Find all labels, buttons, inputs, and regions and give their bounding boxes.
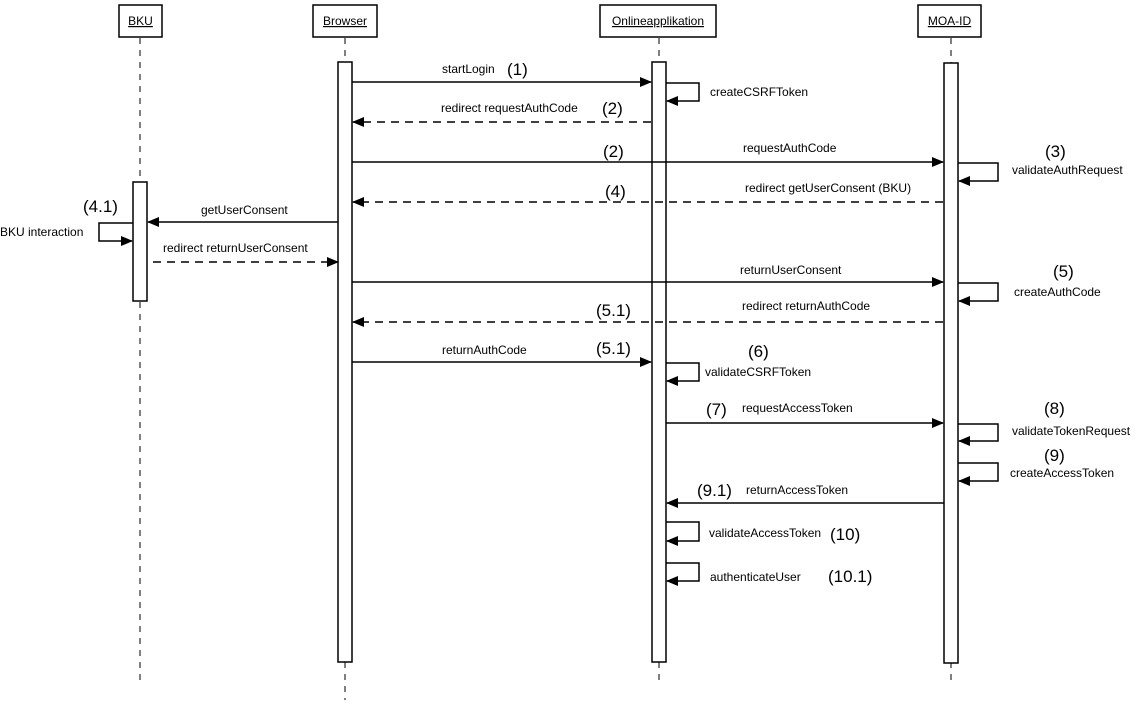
step-number: (5.1) — [596, 301, 631, 320]
participant-moa-id-label: MOA-ID — [928, 14, 972, 28]
activation-bku — [132, 181, 148, 302]
self-message-validate-csrf-token: validateCSRFToken (6) — [666, 342, 811, 386]
message-label: requestAccessToken — [742, 401, 853, 415]
step-number: (9) — [1044, 446, 1065, 465]
message-label: startLogin — [442, 62, 495, 76]
message-label: returnUserConsent — [740, 263, 842, 277]
self-message-create-auth-code: createAuthCode (5) — [958, 262, 1101, 306]
participant-onlineapplikation-label: Onlineapplikation — [612, 14, 704, 28]
message-start-login: startLogin (1) — [352, 60, 652, 87]
message-get-user-consent: getUserConsent (4.1) — [83, 197, 338, 227]
message-label: returnAuthCode — [442, 343, 527, 357]
step-number: (5.1) — [596, 339, 631, 358]
step-number: (8) — [1044, 399, 1065, 418]
message-return-auth-code: returnAuthCode (5.1) — [352, 339, 652, 367]
step-number: (4.1) — [83, 197, 118, 216]
message-return-user-consent: returnUserConsent — [352, 263, 944, 287]
message-label: validateAccessToken — [709, 526, 821, 540]
message-label: redirect getUserConsent (BKU) — [745, 181, 911, 195]
step-number: (4) — [605, 182, 626, 201]
message-label: createAccessToken — [1010, 466, 1114, 480]
activation-onlineapplikation — [651, 61, 667, 663]
self-message-create-access-token: createAccessToken (9) — [958, 446, 1114, 486]
participant-bku: BKU — [118, 4, 163, 38]
participant-browser: Browser — [312, 4, 378, 38]
message-label: validateCSRFToken — [705, 365, 811, 379]
message-request-access-token: requestAccessToken (7) — [666, 400, 944, 428]
message-label: redirect returnUserConsent — [163, 241, 308, 255]
step-number: (7) — [706, 400, 727, 419]
step-number: (2) — [603, 142, 624, 161]
participant-moa-id: MOA-ID — [917, 4, 982, 38]
message-label: validateTokenRequest — [1012, 424, 1131, 438]
self-message-create-csrf-token: createCSRFToken — [666, 82, 808, 106]
message-redirect-request-auth-code: redirect requestAuthCode (2) — [352, 99, 651, 127]
self-message-validate-token-request: validateTokenRequest (8) — [958, 399, 1131, 446]
step-number: (6) — [748, 342, 769, 361]
self-message-validate-access-token: validateAccessToken (10) — [666, 521, 860, 546]
message-redirect-return-auth-code: redirect returnAuthCode (5.1) — [352, 299, 943, 327]
step-number: (5) — [1053, 262, 1074, 281]
participant-browser-label: Browser — [323, 14, 367, 28]
activation-moa-id — [943, 62, 959, 664]
message-label: BKU interaction — [0, 225, 83, 239]
step-number: (3) — [1045, 142, 1066, 161]
participant-onlineapplikation: Onlineapplikation — [599, 4, 717, 38]
message-label: redirect requestAuthCode — [441, 101, 578, 115]
message-label: requestAuthCode — [743, 141, 837, 155]
step-number: (10) — [830, 525, 860, 544]
message-request-auth-code: requestAuthCode (2) — [352, 141, 944, 167]
self-message-authenticate-user: authenticateUser (10.1) — [666, 562, 872, 586]
self-message-validate-auth-request: validateAuthRequest (3) — [958, 142, 1123, 186]
message-label: validateAuthRequest — [1012, 163, 1123, 177]
step-number: (9.1) — [697, 481, 732, 500]
message-label: redirect returnAuthCode — [742, 299, 870, 313]
message-label: createCSRFToken — [710, 85, 808, 99]
message-label: createAuthCode — [1014, 285, 1101, 299]
self-message-bku-interaction: BKU interaction — [0, 222, 133, 246]
step-number: (2) — [602, 99, 623, 118]
message-redirect-return-user-consent: redirect returnUserConsent — [153, 241, 339, 267]
message-label: getUserConsent — [201, 203, 288, 217]
step-number: (10.1) — [828, 567, 872, 586]
message-label: returnAccessToken — [746, 483, 848, 497]
participant-bku-label: BKU — [128, 14, 153, 28]
activation-browser — [337, 61, 353, 663]
message-label: authenticateUser — [710, 570, 801, 584]
message-redirect-get-user-consent: redirect getUserConsent (BKU) (4) — [352, 181, 943, 207]
message-return-access-token: returnAccessToken (9.1) — [666, 481, 944, 508]
step-number: (1) — [507, 60, 528, 79]
